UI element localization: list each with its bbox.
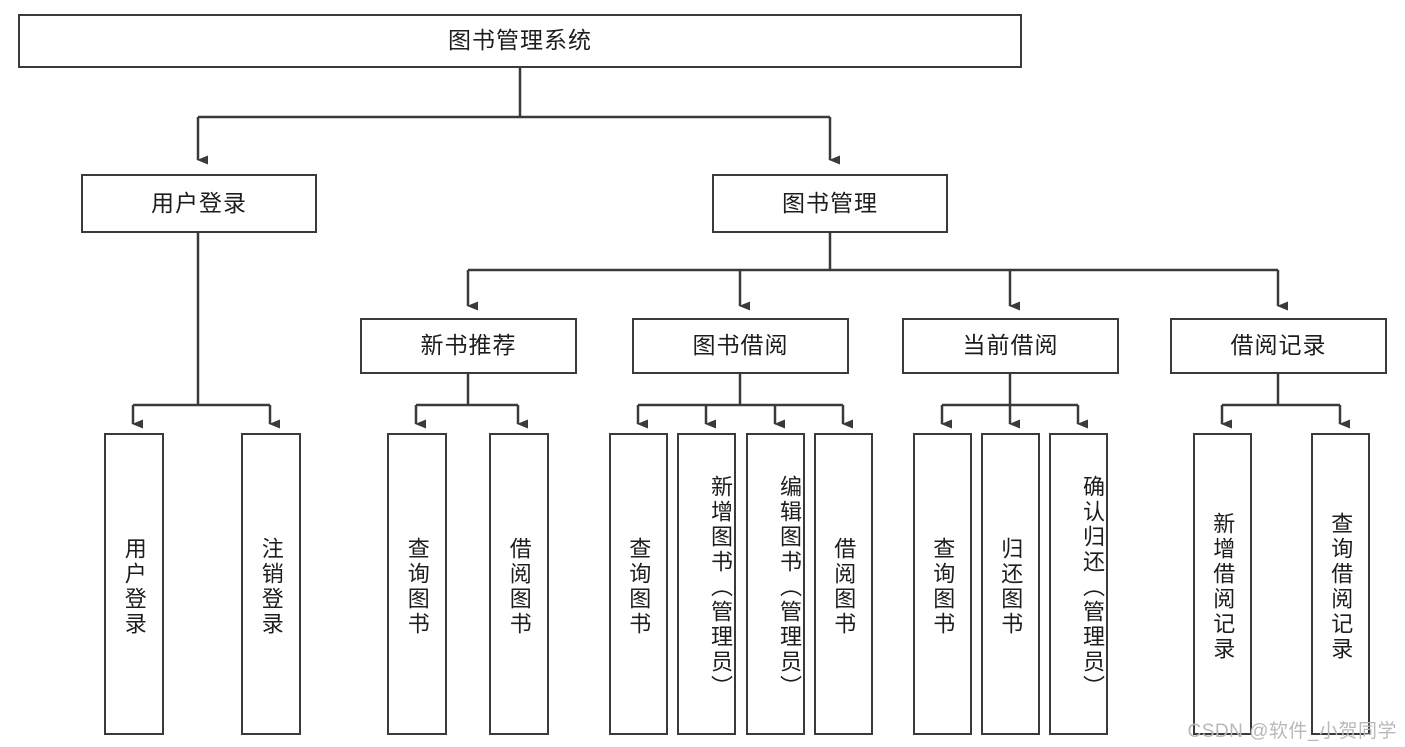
node-current-borrow-label: 当前借阅 [962, 332, 1059, 359]
node-leaf-borrow-book-1-label: 借阅图书 [506, 537, 532, 637]
node-user-login[interactable]: 用户登录 [81, 174, 317, 233]
node-leaf-borrow-book-1[interactable]: 借阅图书 [489, 433, 549, 735]
node-new-book-recommend[interactable]: 新书推荐 [360, 318, 577, 374]
node-leaf-add-book[interactable]: 新增图书（管理员） [677, 433, 736, 735]
node-borrow-record[interactable]: 借阅记录 [1170, 318, 1387, 374]
node-leaf-query-record-label: 查询借阅记录 [1328, 512, 1354, 662]
node-leaf-return-book[interactable]: 归还图书 [981, 433, 1040, 735]
node-leaf-edit-book[interactable]: 编辑图书（管理员） [746, 433, 805, 735]
node-leaf-query-book-1-label: 查询图书 [404, 537, 430, 637]
node-leaf-user-login[interactable]: 用户登录 [104, 433, 164, 735]
node-book-manage-label: 图书管理 [782, 189, 878, 216]
node-user-login-label: 用户登录 [151, 189, 247, 216]
node-leaf-query-record[interactable]: 查询借阅记录 [1311, 433, 1370, 735]
node-leaf-confirm-return[interactable]: 确认归还（管理员） [1049, 433, 1108, 735]
node-leaf-query-book-1[interactable]: 查询图书 [387, 433, 447, 735]
node-book-manage[interactable]: 图书管理 [712, 174, 948, 233]
node-book-borrow[interactable]: 图书借阅 [632, 318, 849, 374]
node-leaf-add-book-label: 新增图书（管理员） [708, 474, 733, 700]
node-leaf-return-book-label: 归还图书 [998, 537, 1024, 637]
node-leaf-query-book-2[interactable]: 查询图书 [609, 433, 668, 735]
node-leaf-edit-book-label: 编辑图书（管理员） [777, 474, 802, 700]
node-leaf-borrow-book-2[interactable]: 借阅图书 [814, 433, 873, 735]
node-leaf-borrow-book-2-label: 借阅图书 [831, 537, 857, 637]
node-leaf-add-record-label: 新增借阅记录 [1210, 512, 1236, 662]
node-leaf-logout[interactable]: 注销登录 [241, 433, 301, 735]
node-root[interactable]: 图书管理系统 [18, 14, 1022, 68]
node-leaf-user-login-label: 用户登录 [121, 537, 147, 637]
node-leaf-logout-label: 注销登录 [258, 537, 284, 637]
node-book-borrow-label: 图书借阅 [692, 332, 789, 359]
node-borrow-record-label: 借阅记录 [1230, 332, 1327, 359]
node-current-borrow[interactable]: 当前借阅 [902, 318, 1119, 374]
node-leaf-query-book-3[interactable]: 查询图书 [913, 433, 972, 735]
node-leaf-query-book-2-label: 查询图书 [626, 537, 652, 637]
node-leaf-query-book-3-label: 查询图书 [930, 537, 956, 637]
node-leaf-add-record[interactable]: 新增借阅记录 [1193, 433, 1252, 735]
node-root-label: 图书管理系统 [448, 27, 592, 54]
node-leaf-confirm-return-label: 确认归还（管理员） [1080, 474, 1105, 700]
node-new-book-recommend-label: 新书推荐 [420, 332, 517, 359]
